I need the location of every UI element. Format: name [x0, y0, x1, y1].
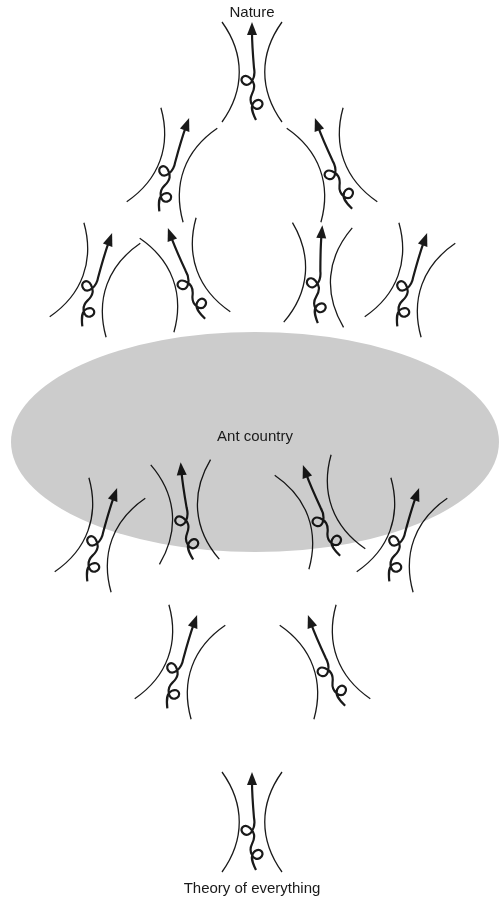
flux-glyph — [284, 223, 352, 328]
flux-glyph — [127, 108, 218, 222]
flux-glyph — [365, 223, 456, 337]
flux-glyph — [280, 605, 371, 719]
end-label: Theory of everything — [184, 879, 321, 897]
flux-glyph — [140, 218, 231, 332]
end-label: Nature — [229, 3, 274, 21]
flux-glyph — [50, 223, 141, 337]
flux-glyph — [135, 605, 226, 719]
flux-glyph — [287, 108, 378, 222]
region-ellipse: Ant country — [10, 331, 500, 553]
region-label: Ant country — [217, 427, 293, 445]
flux-glyph — [222, 772, 282, 872]
flux-glyph — [222, 22, 282, 122]
